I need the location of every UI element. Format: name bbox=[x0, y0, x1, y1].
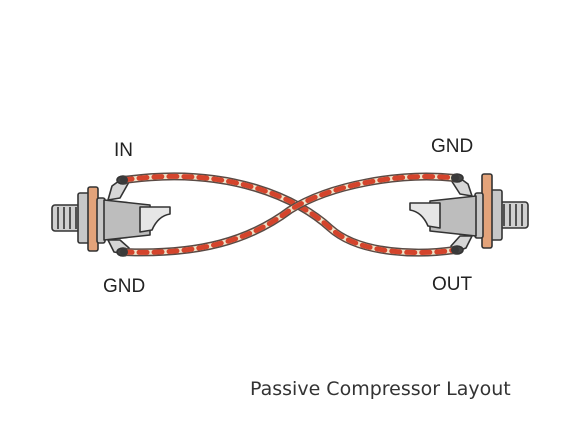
wire-in-to-out bbox=[120, 172, 459, 257]
wire-gnd-to-gnd bbox=[120, 172, 459, 257]
label-gnd-left: GND bbox=[103, 276, 146, 297]
input-jack bbox=[51, 175, 171, 257]
label-gnd-right: GND bbox=[431, 136, 474, 157]
label-in: IN bbox=[114, 140, 133, 161]
solder-points bbox=[120, 174, 459, 256]
diagram-caption: Passive Compressor Layout bbox=[250, 378, 511, 400]
jack-body bbox=[429, 195, 477, 237]
jack-body bbox=[103, 199, 151, 241]
jack-spring bbox=[409, 202, 441, 229]
jack-spring bbox=[139, 206, 171, 233]
label-out: OUT bbox=[432, 274, 473, 295]
output-jack bbox=[409, 173, 529, 255]
